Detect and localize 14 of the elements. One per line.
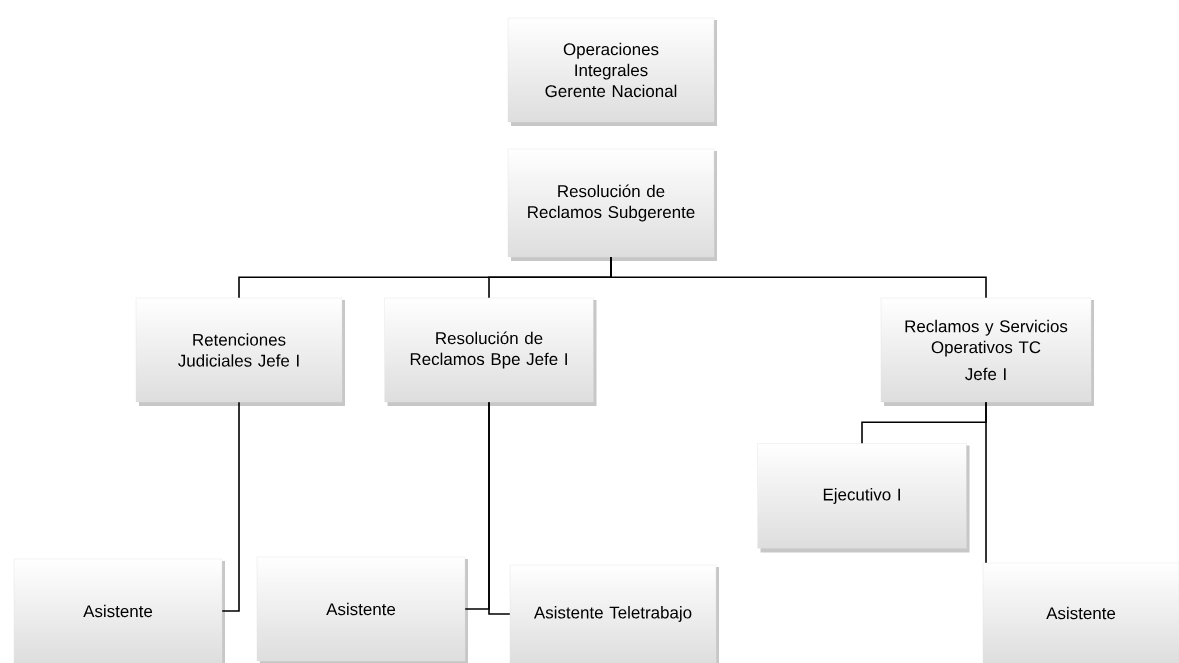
org-box: Asistente (256, 556, 468, 663)
org-box: Retenciones Judiciales Jefe I (135, 297, 345, 406)
org-box: Resolución de Reclamos Subgerente (507, 148, 717, 261)
connector-line (610, 256, 987, 299)
org-box: Ejecutivo I (757, 443, 970, 553)
connector-line (221, 401, 240, 612)
org-box: Asistente Teletrabajo (509, 564, 719, 663)
org-box: Reclamos y Servicios Operativos TC Jefe I (880, 297, 1094, 406)
connector-line (488, 401, 511, 615)
connector-line (985, 401, 987, 564)
org-box: Operaciones Integrales Gerente Nacional (507, 17, 717, 126)
org-box: Asistente (13, 558, 225, 663)
org-box: Resolución de Reclamos Bpe Jefe I (384, 297, 597, 406)
org-box: Asistente (982, 562, 1179, 663)
